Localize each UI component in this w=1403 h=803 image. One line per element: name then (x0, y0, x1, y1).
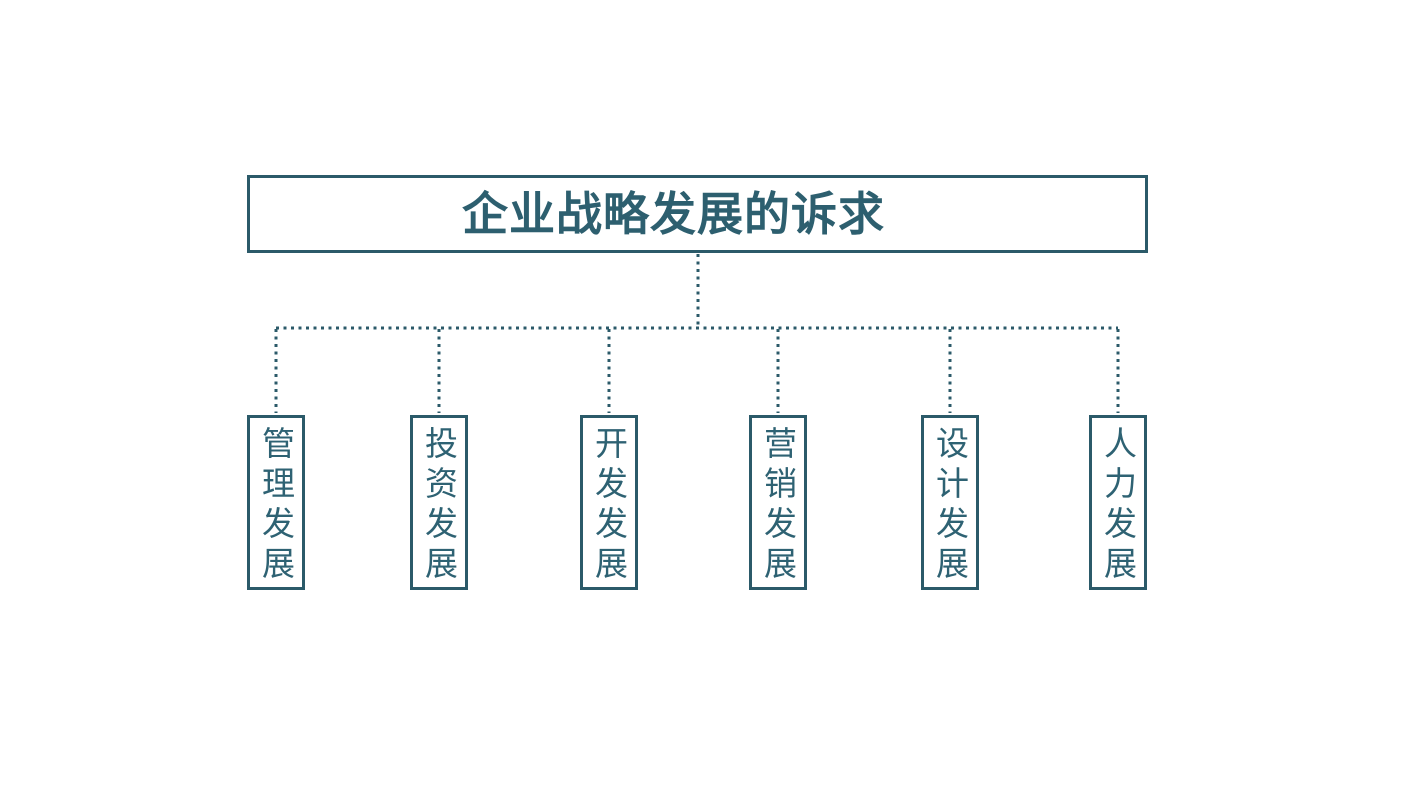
node-investment-label: 投资发展 (420, 426, 458, 586)
root-node: 企业战略发展的诉求 (247, 175, 1148, 253)
node-investment: 投资发展 (410, 415, 468, 590)
node-marketing-label: 营销发展 (759, 426, 797, 586)
node-management-label: 管理发展 (257, 426, 295, 586)
node-human-resources-label: 人力发展 (1099, 426, 1137, 586)
root-node-label: 企业战略发展的诉求 (462, 188, 885, 240)
node-development: 开发发展 (580, 415, 638, 590)
node-marketing: 营销发展 (749, 415, 807, 590)
node-management: 管理发展 (247, 415, 305, 590)
node-design: 设计发展 (921, 415, 979, 590)
node-development-label: 开发发展 (590, 426, 628, 586)
node-human-resources: 人力发展 (1089, 415, 1147, 590)
node-design-label: 设计发展 (931, 426, 969, 586)
